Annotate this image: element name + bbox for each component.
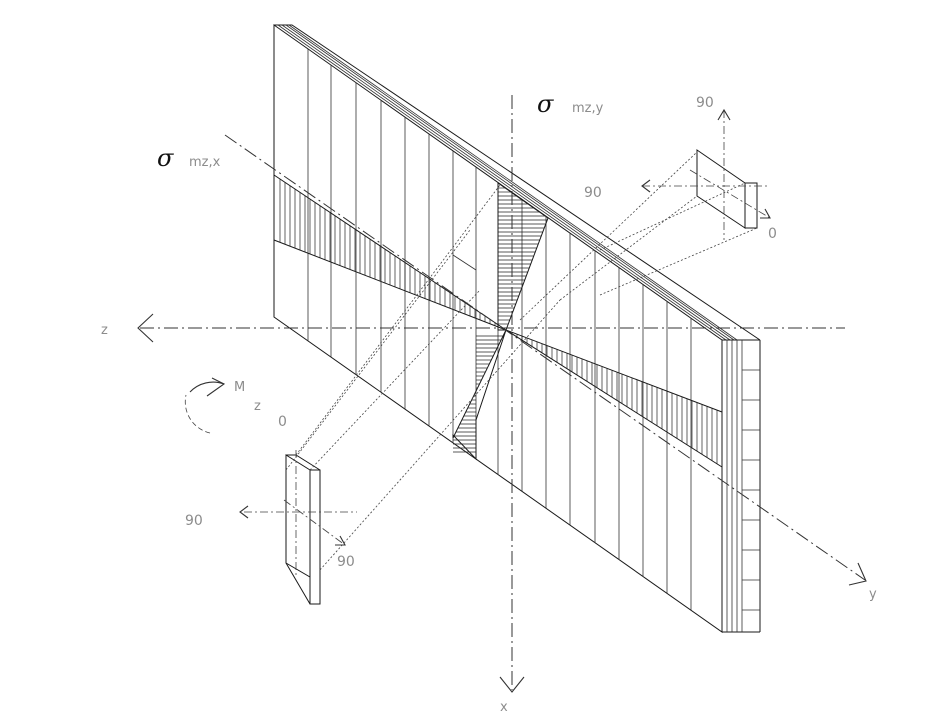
y-axis (224, 134, 866, 581)
detail-left-label-left: 90 (185, 513, 203, 529)
detail-left-element (239, 450, 357, 605)
detail-right-label-left: 90 (584, 185, 602, 201)
detail-right-label-top: 90 (696, 95, 714, 111)
x-axis-arrow-icon (499, 676, 525, 693)
sigma-mzx-subscript: mz,x (189, 155, 221, 170)
moment-symbol: M (234, 380, 245, 395)
detail-right-element (641, 108, 771, 240)
detail-left-label-top: 0 (278, 414, 287, 430)
sigma-mzy-symbol: σ (537, 90, 554, 118)
sigma-mzx-symbol: σ (157, 144, 174, 172)
y-axis-arrow-icon (848, 562, 867, 586)
detail-left-label-right: 90 (337, 554, 355, 570)
z-axis-label: z (101, 323, 108, 338)
x-axis-label: x (500, 700, 508, 714)
moment-mz-icon (184, 377, 226, 434)
moment-subscript: z (254, 399, 261, 414)
projection-lines (285, 151, 758, 571)
stress-mzx-wedge (273, 174, 723, 468)
sigma-mzy-subscript: mz,y (572, 101, 604, 116)
y-axis-label: y (869, 587, 877, 602)
axes (137, 95, 867, 693)
detail-right-label-bottom: 0 (768, 226, 777, 242)
stress-mzy-wedge (452, 182, 549, 461)
z-axis-arrow-icon (137, 313, 154, 343)
panel-outline (273, 24, 761, 633)
